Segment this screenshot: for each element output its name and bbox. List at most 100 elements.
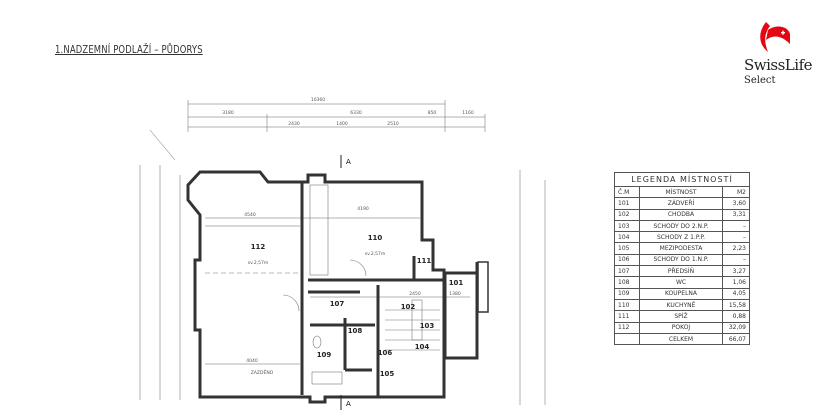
room-108: 108 [348,327,363,335]
section-marker-bottom: A [346,400,351,408]
header-room: MÍSTNOST [639,185,723,199]
room-name: SCHODY DO 2.N.P. [639,219,723,233]
room-name: SPÍŽ [639,310,723,323]
room-area: 0,88 [722,310,750,323]
room-number: 110 [614,298,640,312]
room-area: – [722,219,750,233]
room-area: 4,05 [722,287,750,300]
room-area: 32,09 [722,321,750,334]
room-name: WC [639,276,723,289]
room-111: 111 [417,257,432,265]
dimension-labels: 10360 3180 6330 850 1160 2430 1400 2510 … [222,97,474,364]
dim-d4: 4540 [244,212,256,218]
room-number: 101 [614,197,640,210]
dim-d6: 4040 [246,358,258,364]
dim-seg3: 850 [428,110,437,116]
room-name: KUCHYNĚ [639,298,723,312]
room-name: SCHODY DO 1.N.P. [639,253,723,267]
room-110-height: sv.2,57m [365,251,386,257]
room-area: 3,31 [722,208,750,221]
dim-d5: 4190 [357,206,369,212]
room-name: CHODBA [639,208,723,221]
room-name: ZÁDVEŘÍ [639,197,723,210]
dim-d1: 2430 [288,121,300,127]
walled-note: ZAZDĚNO [251,368,274,376]
room-number: 103 [614,219,640,233]
total-number [614,332,640,346]
room-number: 105 [614,242,640,255]
section-markers: A A [340,155,351,410]
room-109: 109 [317,351,332,359]
room-number: 104 [614,231,640,244]
total-area: 66,07 [722,332,750,346]
dim-d3: 2510 [387,121,399,127]
room-area: 2,23 [722,242,750,255]
header-number: Č.M [614,185,640,199]
room-number: 106 [614,253,640,267]
room-name: SCHODY Z 1.P.P. [639,231,723,244]
room-area: 1,06 [722,276,750,289]
drawing-title: 1.NADZEMNÍ PODLAŽÍ – PŮDORYS [55,43,203,56]
header-area: M2 [722,185,750,199]
logo-sub: Select [744,75,776,86]
room-number: 108 [614,276,640,289]
legend-title: LEGENDA MÍSTNOSTÍ [614,172,750,187]
walls [186,170,489,404]
room-name: KOUPELNA [639,287,723,300]
room-name: MEZIPODESTA [639,242,723,255]
logo-brand: SwissLife [744,56,813,74]
room-area: 3,27 [722,265,750,278]
room-103: 103 [420,322,435,330]
room-112: 112 [251,243,266,251]
room-name: PŘEDSÍŇ [639,265,723,278]
room-number: 102 [614,208,640,221]
room-area: – [722,253,750,267]
dim-seg4: 1160 [462,110,474,116]
room-area: 15,58 [722,298,750,312]
swisslife-logo: SwissLife Select [744,18,814,93]
swisslife-emblem-icon [760,22,790,52]
room-labels: 112 sv.2,57m 110 sv.2,57m 111 101 102 10… [248,234,464,378]
dim-seg2: 6330 [350,110,362,116]
dim-d8: 1380 [449,291,461,297]
room-number: 109 [614,287,640,300]
room-area: – [722,231,750,244]
legend-total-row: CELKEM 66,07 [614,332,750,346]
room-104: 104 [415,343,430,351]
room-number: 107 [614,265,640,278]
dim-seg1: 3180 [222,110,234,116]
room-number: 112 [614,321,640,334]
room-110: 110 [368,234,383,242]
room-105: 105 [380,370,395,378]
room-102: 102 [401,303,416,311]
room-number: 111 [614,310,640,323]
legend-header-row: Č.M MÍSTNOST M2 [614,185,750,199]
room-area: 3,60 [722,197,750,210]
dimension-lines [139,100,546,405]
room-112-height: sv.2,57m [248,260,269,266]
dim-total: 10360 [311,97,325,103]
room-106: 106 [378,349,393,357]
room-name: POKOJ [639,321,723,334]
total-label: CELKEM [639,332,723,346]
section-marker-top: A [346,158,351,166]
room-101: 101 [449,279,464,287]
room-107: 107 [330,300,345,308]
dim-d7: 2450 [409,291,421,297]
dim-d2: 1400 [336,121,348,127]
fixtures [205,184,440,385]
